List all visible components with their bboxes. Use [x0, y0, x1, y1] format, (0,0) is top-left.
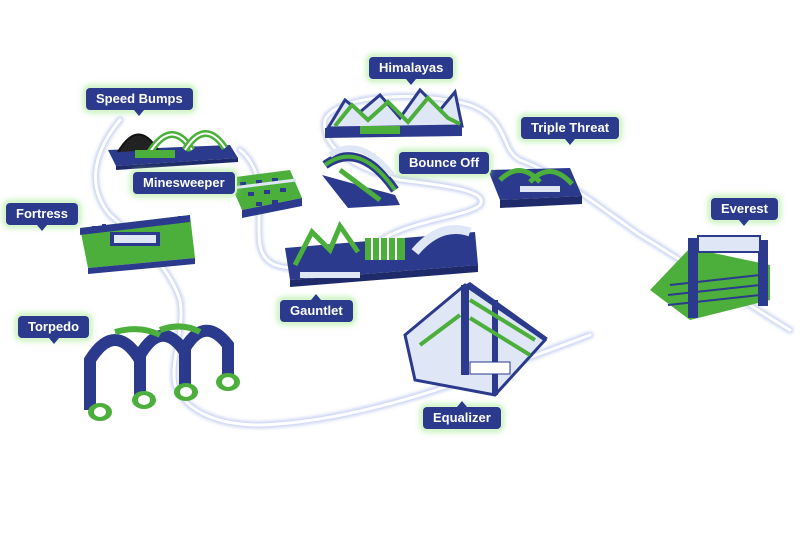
torpedo-inflatable [84, 323, 240, 421]
fortress-label: Fortress [6, 203, 79, 231]
himalayas-inflatable [325, 87, 464, 138]
speed-bumps-label: Speed Bumps [86, 88, 193, 116]
everest-inflatable [650, 235, 770, 320]
equalizer-label: Equalizer [423, 401, 501, 429]
triple-threat-inflatable [488, 168, 582, 208]
fortress-inflatable [80, 215, 195, 274]
torpedo-label: Torpedo [18, 316, 90, 344]
bounce-off-label: Bounce Off [399, 152, 490, 174]
speed-bumps-inflatable [108, 130, 238, 170]
himalayas-label: Himalayas [369, 57, 454, 85]
everest-label: Everest [711, 198, 778, 226]
bounce-off-inflatable [322, 145, 400, 208]
triple-threat-label: Triple Threat [521, 117, 620, 145]
gauntlet-label: Gauntlet [280, 294, 353, 322]
gauntlet-inflatable [285, 220, 478, 287]
minesweeper-label: Minesweeper [133, 172, 235, 194]
minesweeper-inflatable [228, 170, 302, 218]
equalizer-inflatable [403, 282, 548, 397]
